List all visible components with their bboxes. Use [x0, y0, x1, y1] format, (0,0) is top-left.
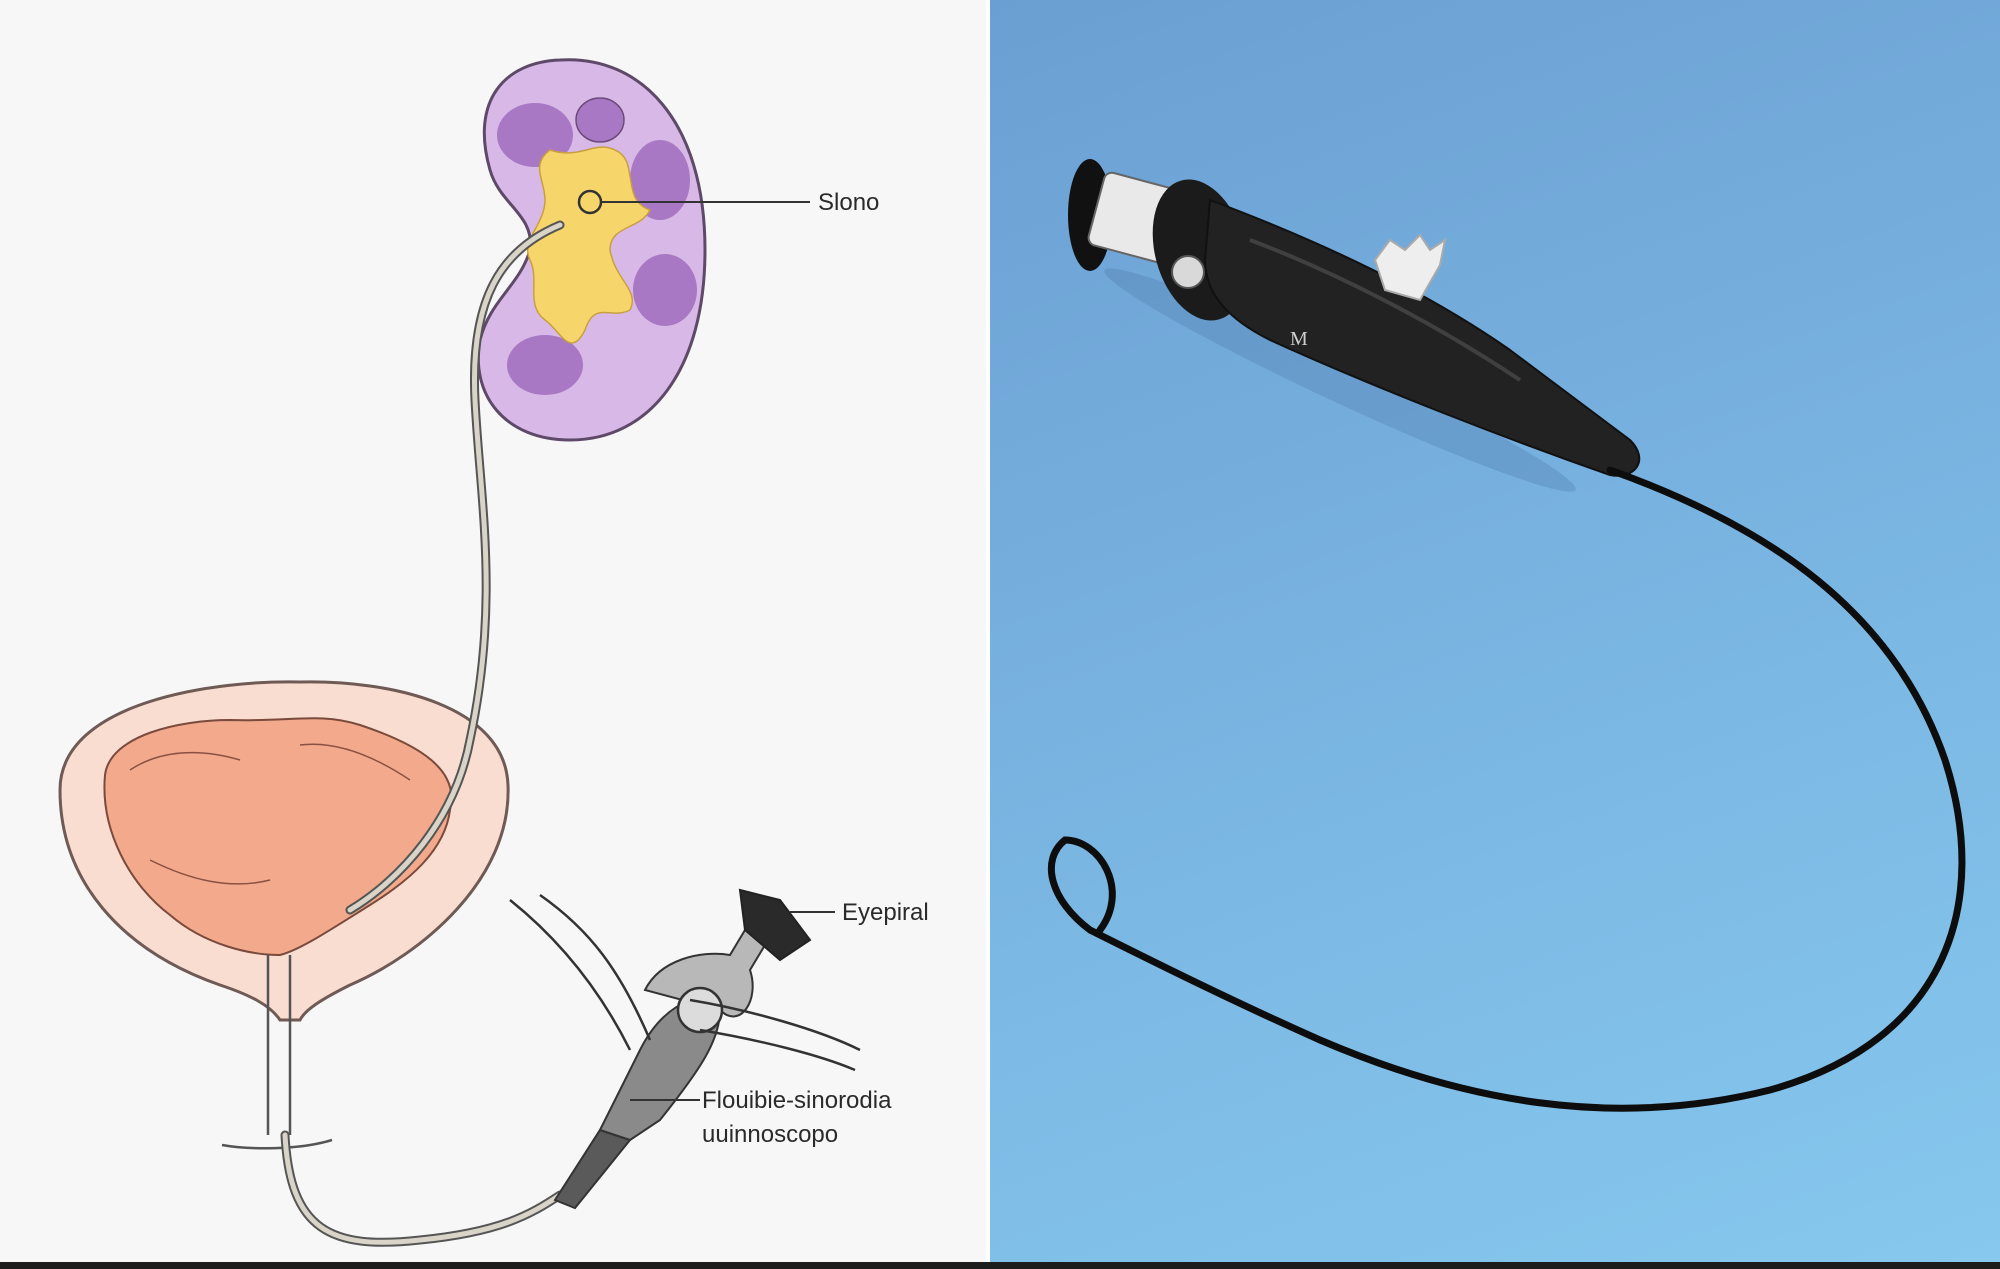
scope-tip: [553, 1128, 632, 1210]
diagram-panel: Slono Eyepiral Flouibie-sinorodia uuinno…: [0, 0, 986, 1262]
ureteroscope-photo: M: [990, 0, 2000, 1262]
stone-label: Slono: [818, 189, 880, 216]
photo-handle-body: [1203, 198, 1641, 477]
stone-marker: [577, 189, 603, 215]
eyepiece-shape: [738, 888, 812, 962]
kidney: [476, 58, 707, 442]
photo-deflection-lever: [1373, 233, 1447, 302]
photo-flexible-shaft: [1047, 466, 1966, 1112]
scope-label-line2: uuinnoscopo: [702, 1121, 839, 1148]
photo-device-marking: M: [1290, 328, 1308, 350]
bottom-border: [0, 1262, 2000, 1269]
flexible-scope-shaft: [280, 1130, 565, 1247]
bladder: [58, 680, 510, 1022]
eyepiece-label: Eyepiral: [842, 899, 929, 926]
urinary-tract-diagram: [58, 58, 861, 1247]
irrigation-tube: [689, 998, 861, 1072]
light-cable: [509, 893, 652, 1051]
scope-label-line1: Flouibie-sinorodia: [702, 1087, 892, 1114]
urethra: [221, 955, 333, 1150]
ureteroscope-illustration: M: [1047, 159, 1966, 1112]
